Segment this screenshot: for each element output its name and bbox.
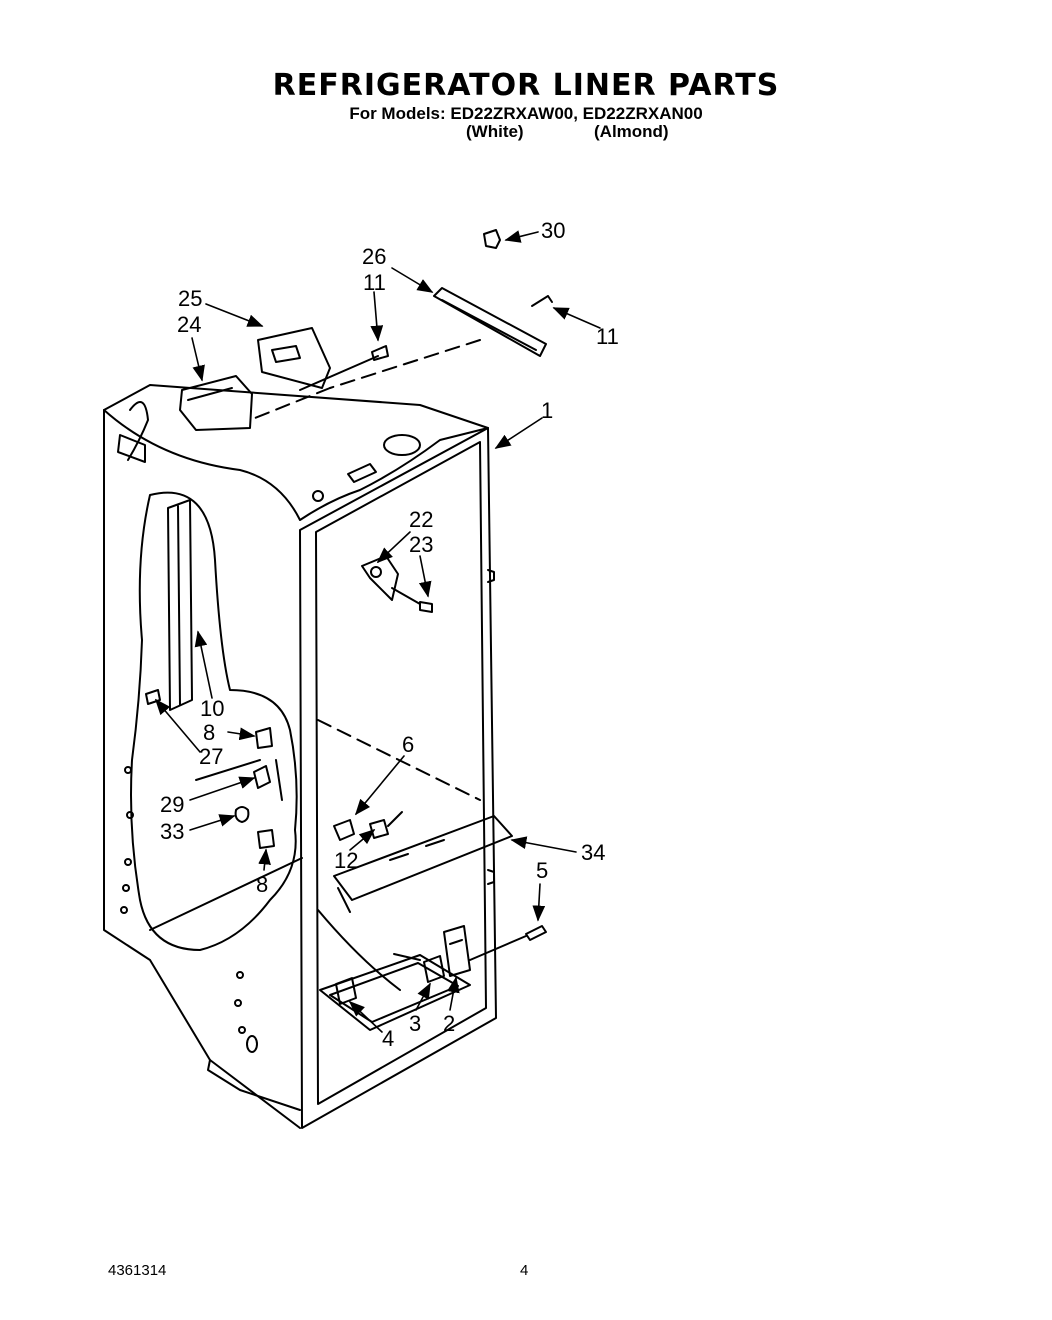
callout-2: 2	[443, 1011, 455, 1036]
callout-8-upper: 8	[203, 720, 215, 745]
callout-12: 12	[334, 848, 358, 873]
callout-1: 1	[541, 398, 553, 423]
callout-24: 24	[177, 312, 201, 337]
callout-10: 10	[200, 696, 224, 721]
callout-11-right: 11	[596, 324, 619, 349]
models-list: ED22ZRXAW00, ED22ZRXAN00	[450, 104, 703, 123]
part-3	[423, 955, 445, 983]
callout-3: 3	[409, 1011, 421, 1036]
part-4	[335, 977, 357, 1005]
liner-cabinet	[103, 384, 497, 1129]
callout-27: 27	[199, 744, 223, 769]
color-almond-label: (Almond)	[594, 122, 669, 141]
callout-25: 25	[178, 286, 202, 311]
models-line: For Models: ED22ZRXAW00, ED22ZRXAN00	[0, 104, 1052, 124]
part-6	[333, 819, 355, 841]
part-2	[443, 925, 471, 977]
callout-11-top: 11	[363, 270, 386, 295]
page-title: REFRIGERATOR LINER PARTS	[272, 68, 780, 103]
callout-33: 33	[160, 819, 184, 844]
models-prefix: For Models:	[349, 104, 446, 123]
callout-6: 6	[402, 732, 414, 757]
callout-30: 30	[541, 218, 565, 243]
part-8-lower	[257, 829, 275, 849]
part-30-clip	[483, 229, 501, 249]
color-white-label: (White)	[466, 122, 524, 141]
document-number: 4361314	[108, 1262, 167, 1279]
page-number: 4	[520, 1262, 529, 1279]
part-22-bracket	[361, 555, 399, 601]
part-5-screw	[525, 925, 547, 941]
page-header: REFRIGERATOR LINER PARTS For Models: ED2…	[0, 68, 1052, 124]
part-29	[253, 765, 271, 789]
callout-8-lower: 8	[256, 872, 268, 897]
part-8-upper	[255, 727, 273, 749]
callout-26: 26	[362, 244, 386, 269]
part-25-cover	[257, 327, 331, 389]
part-11-screw-right	[531, 295, 553, 307]
callout-5: 5	[536, 858, 548, 883]
callout-29: 29	[160, 792, 184, 817]
part-23-screw	[419, 601, 433, 613]
callout-22: 22	[409, 507, 433, 532]
part-33	[234, 806, 250, 823]
part-34-bracket	[333, 815, 513, 901]
callout-34: 34	[581, 840, 605, 865]
part-24-housing	[179, 375, 253, 431]
callout-23: 23	[409, 532, 433, 557]
callout-4: 4	[382, 1026, 394, 1051]
part-26-strip	[433, 287, 547, 357]
part-12	[369, 819, 389, 839]
